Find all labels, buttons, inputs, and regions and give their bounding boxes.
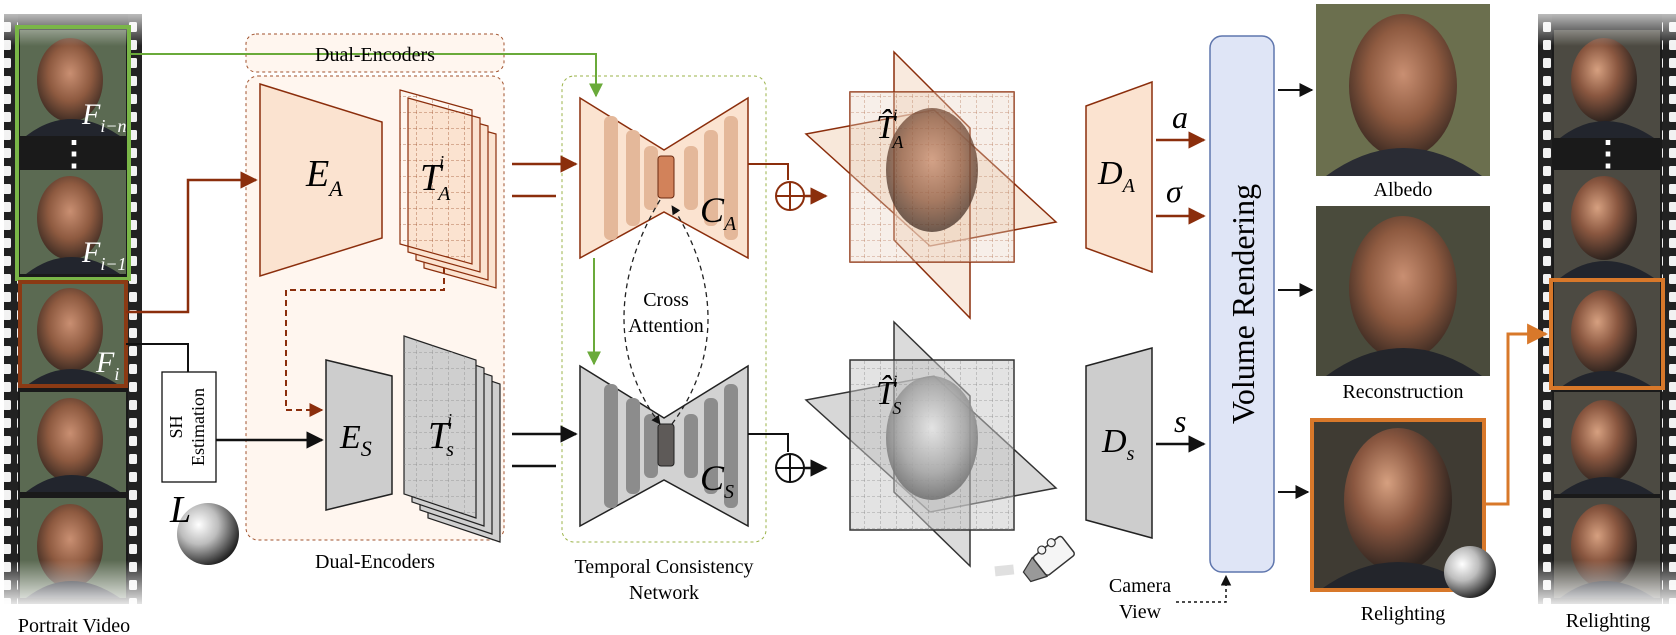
relit-frame-box: [1549, 278, 1665, 390]
albedo-output-image: [1316, 4, 1490, 176]
film-frame: [20, 282, 126, 386]
temporal-network-label-2: Network: [629, 582, 699, 604]
dots-right: ⋮: [1591, 136, 1625, 173]
dots-left: ⋮: [57, 136, 91, 173]
lighting-l-label: L: [169, 489, 191, 531]
albedo-decoder: [1085, 80, 1153, 274]
albedo-a-label: a: [1172, 99, 1188, 135]
camera-view-label-2: View: [1119, 601, 1162, 623]
unet-cs-label: CS: [700, 458, 734, 503]
relighting-filmstrip: [1534, 0, 1676, 610]
camera-view-arrow: [1176, 574, 1232, 603]
cross-attention-label-2: Attention: [628, 315, 704, 337]
shading-encoder: [325, 359, 393, 511]
film-frame: [20, 30, 126, 136]
film-frame: [1554, 392, 1660, 494]
sh-input-line: [126, 343, 189, 372]
cross-attention-label-1: Cross: [643, 289, 689, 311]
temporal-network-region: [561, 75, 767, 543]
film-frame: [1554, 170, 1660, 278]
sh-label-2: Estimation: [188, 388, 208, 466]
frame-f-i-label: Fi: [95, 346, 119, 384]
sh-estimation-box: [161, 371, 217, 483]
albedo-input-arrow: [126, 171, 258, 314]
plus-sign: [776, 182, 804, 210]
density-sigma-label: σ: [1166, 173, 1183, 209]
decoder-da-label: DA: [1097, 155, 1136, 197]
relight-sphere-icon: [1444, 546, 1496, 598]
reconstruction-label: Reconstruction: [1342, 381, 1463, 403]
film-frame: [1554, 30, 1660, 138]
prior-frames-green-box: [15, 25, 131, 281]
decoder-ds-label: Ds: [1101, 423, 1135, 465]
camera-view-label-1: Camera: [1109, 575, 1171, 597]
relighting-output-label: Relighting: [1361, 603, 1445, 625]
shading-feature-stack: [403, 335, 501, 543]
cross-attention-arc-down: [623, 199, 661, 425]
film-frame: [1554, 282, 1660, 388]
frame-f-i-1-label: Fi−1: [81, 236, 126, 274]
frame-f-i-n-label: Fi−n: [81, 98, 126, 136]
camera-icon: [994, 535, 1075, 583]
albedo-feature-stack: [399, 89, 497, 289]
temporal-network-label-1: Temporal Consistency: [574, 556, 753, 578]
film-frame: [20, 170, 126, 274]
sh-label-1: SH: [166, 415, 186, 438]
cross-attention-arc-up: [671, 205, 709, 425]
portrait-video-label: Portrait Video: [18, 615, 130, 635]
dual-encoders-top-label: Dual-Encoders: [315, 44, 435, 66]
cs-output-line: [748, 433, 789, 452]
portrait-video-filmstrip: [0, 0, 148, 610]
albedo-to-shading-dashed: [285, 268, 445, 417]
albedo-unet-bars: [604, 116, 738, 240]
reconstruction-output-image: [1316, 206, 1490, 376]
film-frame: [20, 392, 126, 492]
unet-ca-label: CA: [700, 190, 737, 235]
shading-triplane: [804, 320, 1058, 568]
shading-s-label: s: [1174, 403, 1186, 439]
encoder-es-label: ES: [339, 419, 372, 461]
relight-to-strip-arrow: [1484, 323, 1549, 506]
volume-rendering-label: Volume Rendering: [1225, 184, 1261, 424]
relighting-strip-label: Relighting: [1566, 610, 1650, 632]
shading-unet-bars: [604, 384, 738, 508]
shading-decoder: [1085, 347, 1153, 539]
volume-rendering-box: [1209, 35, 1275, 573]
encoder-ea-label: EA: [305, 153, 343, 201]
green-link-top: [130, 53, 603, 98]
albedo-triplane: [804, 50, 1058, 320]
plus-sign: [776, 454, 804, 482]
lighting-sphere-icon: [177, 503, 239, 565]
albedo-encoder: [259, 82, 383, 278]
ca-output-line: [748, 163, 789, 180]
dual-encoders-bottom-label: Dual-Encoders: [315, 551, 435, 573]
current-frame-box: [18, 280, 128, 388]
albedo-label: Albedo: [1374, 179, 1433, 201]
